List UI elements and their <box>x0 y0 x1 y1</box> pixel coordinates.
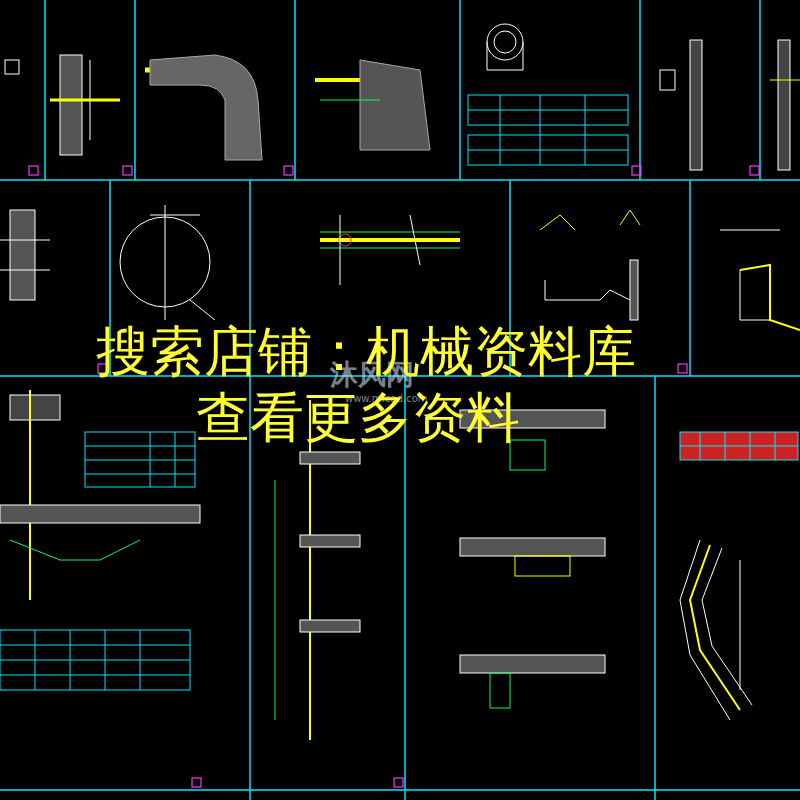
cad-line <box>300 452 360 464</box>
detail-drawings <box>5 24 800 170</box>
cad-line <box>468 95 628 165</box>
cad-line <box>690 545 740 710</box>
cad-line <box>468 95 628 125</box>
cad-line <box>630 260 638 320</box>
cad-line <box>150 432 151 487</box>
cad-line <box>0 505 200 523</box>
cad-line <box>632 166 641 175</box>
cad-line <box>750 166 759 175</box>
cad-line <box>150 55 262 160</box>
cad-line <box>340 215 341 285</box>
cad-line <box>410 215 420 265</box>
cad-line <box>680 432 798 460</box>
cad-line <box>10 395 60 420</box>
cad-line <box>720 230 780 231</box>
cad-line <box>300 620 360 632</box>
cad-line <box>123 166 132 175</box>
cad-line <box>680 540 752 720</box>
cad-line <box>459 0 461 180</box>
cad-line <box>90 60 91 140</box>
cad-line <box>0 270 50 271</box>
cad-line <box>50 99 120 102</box>
cad-line <box>190 300 215 320</box>
cad-line <box>468 135 628 165</box>
cad-line <box>585 95 586 165</box>
cad-line <box>70 630 71 690</box>
cad-line <box>85 474 195 475</box>
cad-line <box>0 240 50 241</box>
cad-line <box>275 480 276 720</box>
cad-line <box>85 446 195 447</box>
cad-line <box>740 560 741 690</box>
cad-line <box>515 556 570 576</box>
cad-line <box>60 55 82 155</box>
cad-line <box>105 630 106 690</box>
cad-line <box>339 234 351 246</box>
cad-line <box>85 432 195 487</box>
cad-line <box>468 150 628 151</box>
cad-line <box>0 660 190 661</box>
cad-line <box>294 0 296 180</box>
cad-line <box>284 166 293 175</box>
cad-line <box>0 789 800 791</box>
cad-line <box>29 166 38 175</box>
cad-line <box>35 630 36 690</box>
cad-line <box>660 70 675 90</box>
cad-line <box>309 400 311 740</box>
promo-text: 查看更多资料 <box>196 388 520 447</box>
cad-line <box>360 60 430 150</box>
cad-line <box>487 24 523 60</box>
cad-line <box>0 675 190 676</box>
cad-line <box>678 364 687 373</box>
cad-line <box>0 630 190 690</box>
promo-text: 搜索店铺：机械资料库 <box>96 322 636 381</box>
cad-line <box>175 432 176 487</box>
cad-line <box>150 215 200 216</box>
cad-line <box>740 270 770 320</box>
cad-line <box>0 179 800 181</box>
cad-line <box>494 31 516 53</box>
cad-line <box>10 540 140 560</box>
cad-line <box>680 446 798 447</box>
cad-line <box>620 210 640 225</box>
cad-line <box>0 432 195 690</box>
cad-line <box>500 95 501 165</box>
cad-line <box>134 0 136 180</box>
cad-line <box>460 538 605 556</box>
cad-line <box>10 210 35 300</box>
cad-line <box>0 645 190 646</box>
cad-line <box>468 110 628 111</box>
cad-line <box>85 460 195 461</box>
cad-line <box>320 238 460 242</box>
cad-line <box>300 535 360 547</box>
cad-line <box>44 0 46 180</box>
cad-line <box>320 248 460 249</box>
cad-line <box>680 432 798 460</box>
cad-line <box>394 778 403 787</box>
cad-line <box>759 0 761 180</box>
cad-line <box>192 778 201 787</box>
cad-line <box>770 80 800 81</box>
cad-line <box>487 42 523 70</box>
cad-line <box>690 40 702 170</box>
detail-drawings <box>0 205 800 330</box>
cad-line <box>490 673 510 708</box>
cad-line <box>639 0 641 180</box>
cad-line <box>545 280 630 300</box>
cad-line <box>654 376 656 800</box>
sheet-markers <box>29 166 759 787</box>
cad-line <box>689 180 691 376</box>
cad-line <box>460 655 605 673</box>
cad-line <box>540 215 575 230</box>
cad-line <box>740 265 800 330</box>
cad-line <box>778 40 790 170</box>
cad-line <box>320 100 380 101</box>
cad-line <box>320 232 460 233</box>
cad-line <box>540 95 541 165</box>
cad-line <box>140 630 141 690</box>
cad-line <box>165 205 166 320</box>
cad-line <box>29 390 31 600</box>
cad-line <box>5 60 19 74</box>
